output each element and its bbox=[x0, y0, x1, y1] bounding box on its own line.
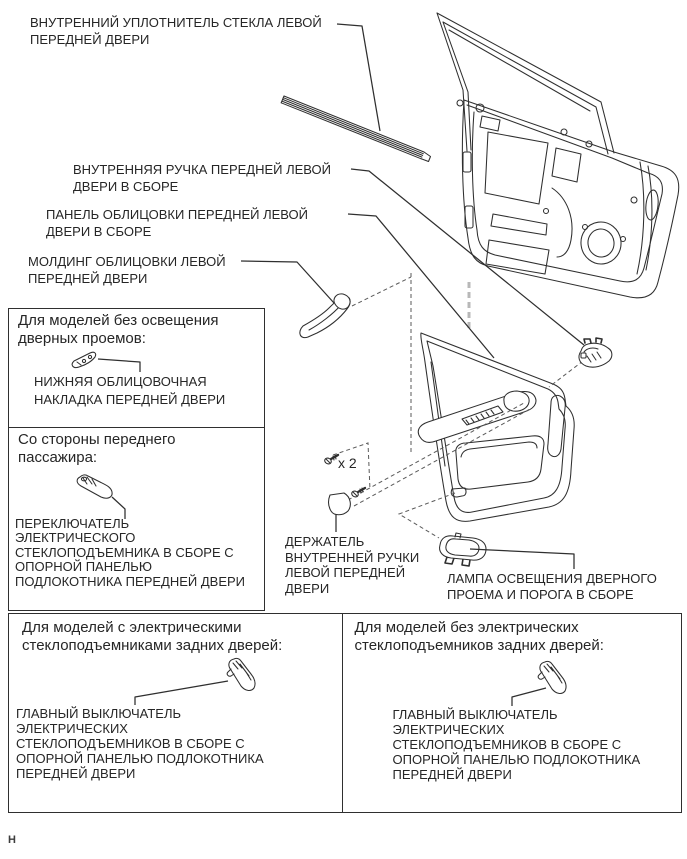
inner-handle-drawing bbox=[578, 337, 613, 368]
molding-drawing bbox=[299, 293, 351, 339]
door-shell-drawing bbox=[436, 12, 680, 299]
assembly-dashed-lines bbox=[332, 273, 584, 539]
glass-weatherstrip-drawing bbox=[280, 95, 432, 163]
handle-holder-drawing bbox=[328, 492, 351, 516]
door-trim-panel-drawing bbox=[417, 332, 575, 522]
screw-count-label: x 2 bbox=[338, 455, 357, 471]
footer-mark: Н bbox=[8, 834, 16, 846]
courtesy-lamp-drawing bbox=[439, 532, 487, 567]
